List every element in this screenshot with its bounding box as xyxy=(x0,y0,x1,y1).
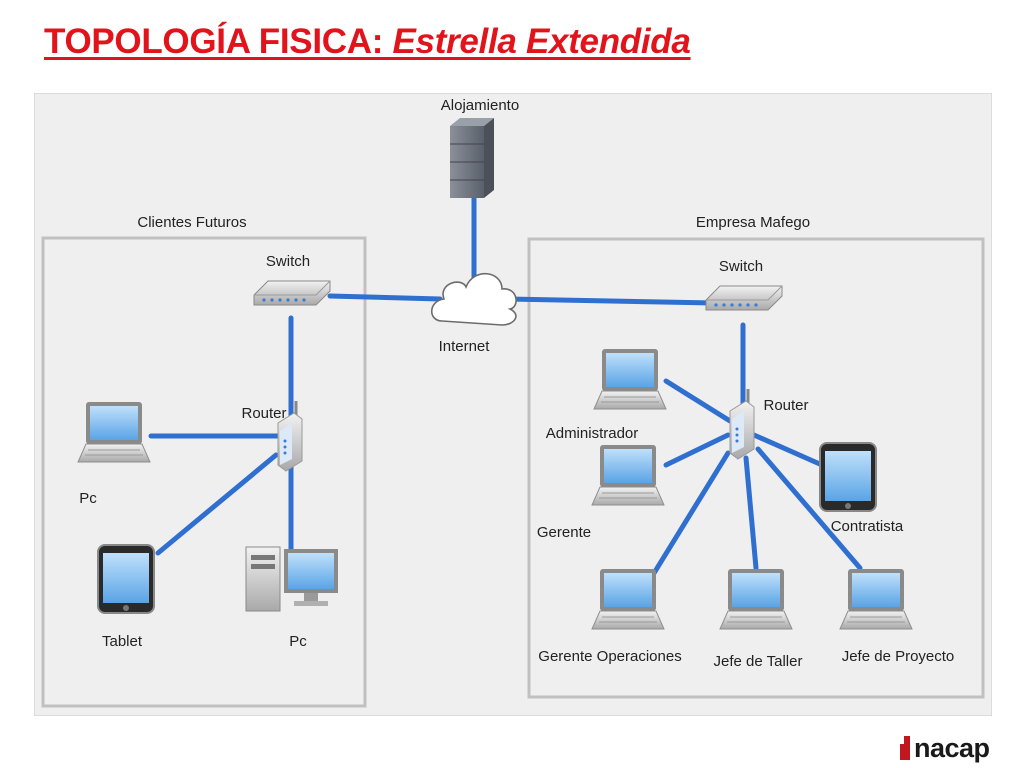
laptop-icon xyxy=(719,568,793,630)
left-pc-laptop-label: Pc xyxy=(79,490,97,507)
link-right-router-gerente xyxy=(663,432,731,468)
inacap-logo: nacap xyxy=(900,733,990,763)
group-label-clientes-futuros: Clientes Futuros xyxy=(137,214,246,231)
internet-cloud-icon xyxy=(430,272,517,326)
network-links xyxy=(148,192,863,581)
link-right-router-gerente-operaciones xyxy=(648,450,731,581)
group-label-empresa-mafego: Empresa Mafego xyxy=(696,214,810,231)
desktop-computer-icon xyxy=(245,546,338,612)
tablet-icon xyxy=(97,544,155,614)
diagram-panel xyxy=(34,93,992,716)
group-box-empresa-mafego xyxy=(527,237,985,699)
jefe-de-taller-label: Jefe de Taller xyxy=(714,653,803,670)
link-right-router-administrador xyxy=(663,378,733,424)
link-internet-left-switch xyxy=(327,293,443,302)
link-right-router-jefe-taller xyxy=(743,455,759,571)
link-internet-right-switch xyxy=(505,296,717,306)
contratista-label: Contratista xyxy=(831,518,904,535)
logo-text: nacap xyxy=(914,732,990,763)
link-right-router-contratista xyxy=(751,432,825,468)
title-main: TOPOLOGÍA FISICA: xyxy=(44,22,393,61)
left-switch-label: Switch xyxy=(266,253,310,270)
title-emphasis: Estrella Extendida xyxy=(392,22,691,61)
logo-mark xyxy=(900,736,910,760)
jefe-de-proyecto-label: Jefe de Proyecto xyxy=(842,648,955,665)
link-right-router-jefe-proyecto xyxy=(755,446,863,571)
gerente-operaciones-label: Gerente Operaciones xyxy=(538,648,681,665)
slide-title: TOPOLOGÍA FISICA: Estrella Extendida xyxy=(44,22,691,62)
gerente-label: Gerente xyxy=(537,524,591,541)
left-router-label: Router xyxy=(241,405,286,422)
tablet-icon xyxy=(819,442,877,512)
server-icon xyxy=(450,118,494,198)
administrador-label: Administrador xyxy=(546,425,639,442)
hosting-label: Alojamiento xyxy=(441,97,519,114)
internet-label: Internet xyxy=(439,338,491,355)
link-left-router-tablet xyxy=(155,452,279,556)
switch-icon xyxy=(705,285,783,311)
left-pc-desktop-label: Pc xyxy=(289,633,307,650)
switch-icon xyxy=(253,280,331,306)
group-box-clientes-futuros xyxy=(41,236,367,708)
laptop-icon xyxy=(839,568,913,630)
laptop-icon xyxy=(591,568,665,630)
left-tablet-label: Tablet xyxy=(102,633,143,650)
network-topology-diagram: Alojamiento Internet Clientes Futuros Em… xyxy=(34,93,992,716)
laptop-icon xyxy=(77,401,151,463)
right-router-label: Router xyxy=(763,397,808,414)
laptop-icon xyxy=(593,348,667,410)
right-switch-label: Switch xyxy=(719,258,763,275)
laptop-icon xyxy=(591,444,665,506)
